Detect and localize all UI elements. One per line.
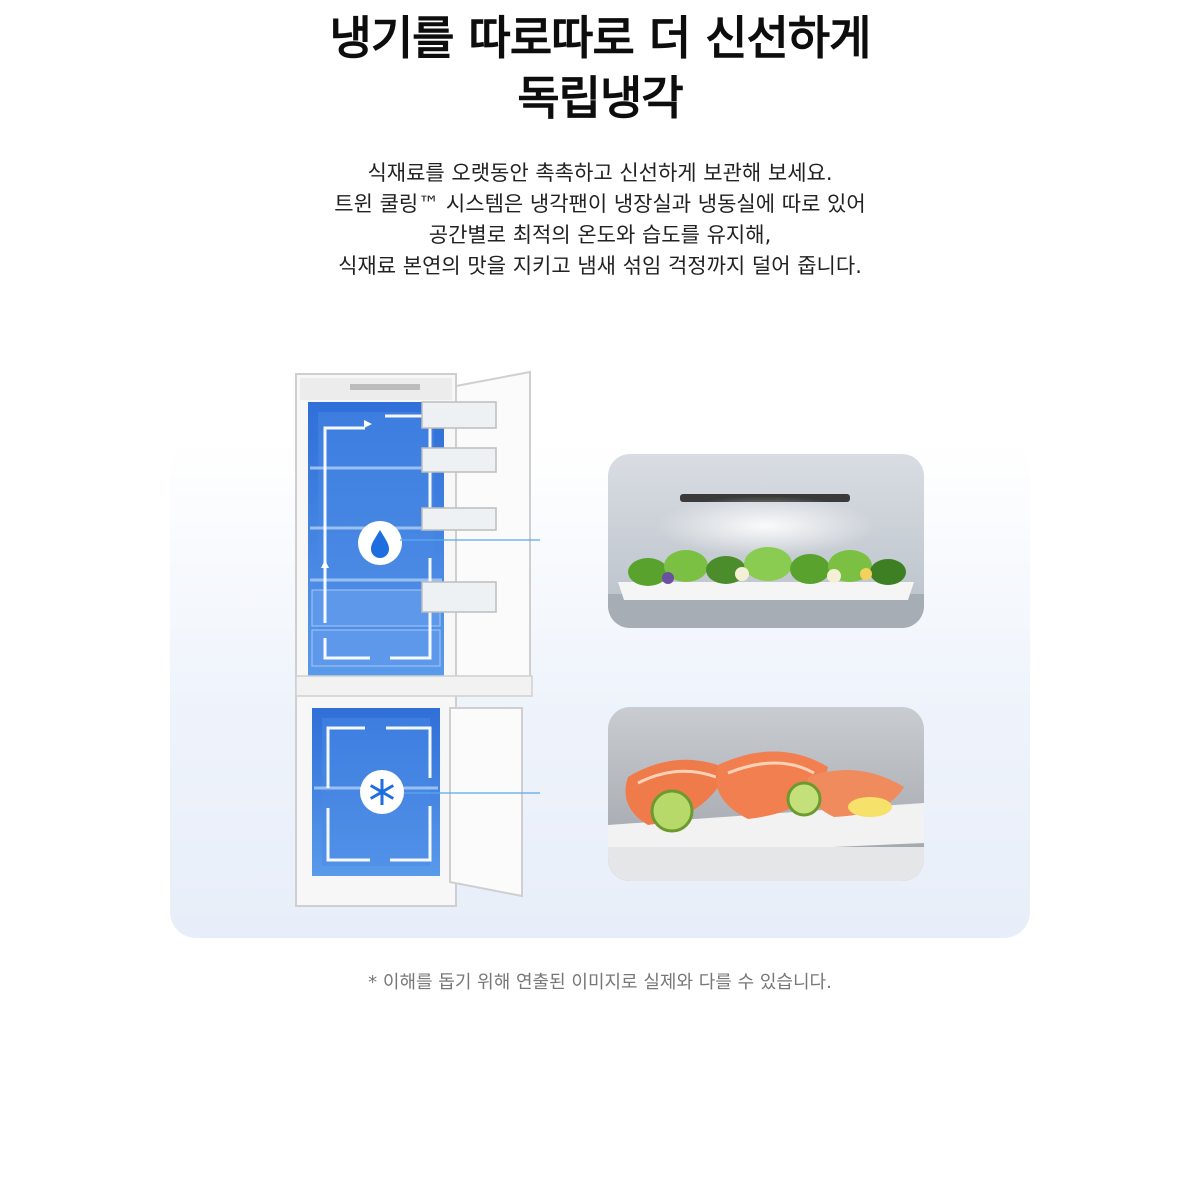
- description-line-2: 트윈 쿨링™ 시스템은 냉각팬이 냉장실과 냉동실에 따로 있어: [334, 192, 866, 216]
- feature-description: 식재료를 오랫동안 촉촉하고 신선하게 보관해 보세요. 트윈 쿨링™ 시스템은…: [0, 158, 1200, 282]
- vegetable-drawer-photo: [608, 454, 924, 628]
- disclaimer-note: * 이해를 돕기 위해 연출된 이미지로 실제와 다를 수 있습니다.: [368, 972, 832, 993]
- fridge-illustration: [295, 370, 540, 907]
- description-line-3: 공간별로 최적의 온도와 습도를 유지해,: [428, 223, 772, 247]
- page-title-line-1: 냉기를 따로따로 더 신선하게: [329, 11, 872, 65]
- snowflake-icon: [360, 770, 404, 814]
- page-title: 냉기를 따로따로 더 신선하게 독립냉각: [0, 8, 1200, 128]
- page-title-line-2: 독립냉각: [517, 71, 683, 125]
- description-line-1: 식재료를 오랫동안 촉촉하고 신선하게 보관해 보세요.: [367, 161, 833, 185]
- water-drop-icon: [358, 521, 402, 565]
- salmon-tray-photo: [608, 707, 924, 881]
- description-line-4: 식재료 본연의 맛을 지키고 냄새 섞임 걱정까지 덜어 줍니다.: [338, 254, 862, 278]
